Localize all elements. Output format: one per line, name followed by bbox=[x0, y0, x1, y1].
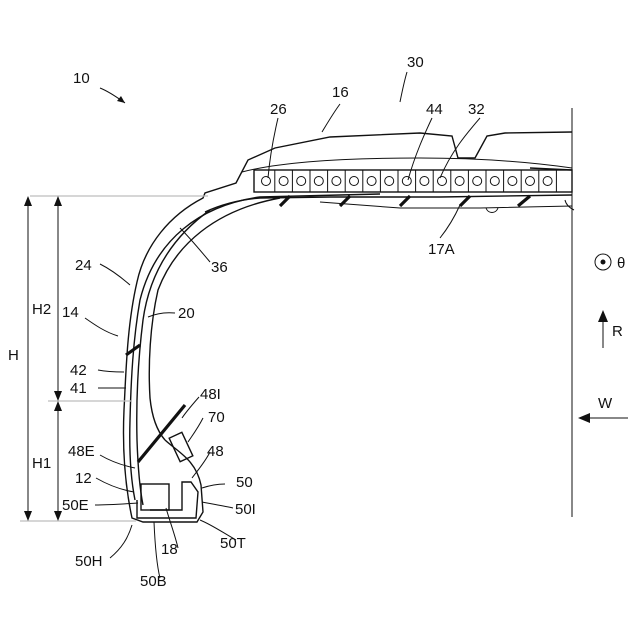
belt-cord bbox=[385, 177, 394, 186]
width-arrow-icon bbox=[578, 413, 628, 423]
label-24: 24 bbox=[75, 257, 92, 274]
label-H: H bbox=[8, 347, 19, 364]
cord-hatches bbox=[126, 196, 530, 462]
label-36: 36 bbox=[211, 259, 228, 276]
belt-cord bbox=[402, 177, 411, 186]
label-14: 14 bbox=[62, 304, 79, 321]
label-32: 32 bbox=[468, 101, 485, 118]
belt-cord bbox=[279, 177, 288, 186]
label-18: 18 bbox=[161, 541, 178, 558]
radial-arrow-icon bbox=[598, 310, 608, 348]
belt-cord bbox=[543, 177, 552, 186]
label-48I: 48I bbox=[200, 386, 221, 403]
belt-cord bbox=[332, 177, 341, 186]
label-30: 30 bbox=[407, 54, 424, 71]
belt-cord bbox=[314, 177, 323, 186]
label-48: 48 bbox=[207, 443, 224, 460]
inner-belt-line bbox=[320, 202, 572, 208]
bead-sensor-70 bbox=[169, 432, 193, 461]
shoulder-curve-right bbox=[565, 200, 574, 210]
label-48E: 48E bbox=[68, 443, 95, 460]
inner-liner bbox=[149, 198, 280, 440]
label-42: 42 bbox=[70, 362, 87, 379]
label-W: W bbox=[598, 395, 613, 412]
label-20: 20 bbox=[178, 305, 195, 322]
label-50I: 50I bbox=[235, 501, 256, 518]
belt-cord bbox=[438, 177, 447, 186]
label-17A: 17A bbox=[428, 241, 455, 258]
belt-cord bbox=[455, 177, 464, 186]
belt-cord bbox=[350, 177, 359, 186]
belt-cord bbox=[490, 177, 499, 186]
belt-cord bbox=[526, 177, 535, 186]
belt-cord bbox=[367, 177, 376, 186]
label-50B: 50B bbox=[140, 573, 167, 590]
belt-cord bbox=[473, 177, 482, 186]
label-theta: θ bbox=[617, 255, 625, 272]
belt-cord bbox=[297, 177, 306, 186]
belt-cords bbox=[262, 170, 557, 192]
label-44: 44 bbox=[426, 101, 443, 118]
belt-layer bbox=[254, 170, 572, 192]
bead-core bbox=[141, 484, 169, 510]
carcass-ply-inner bbox=[137, 210, 210, 505]
belt-cord bbox=[262, 177, 271, 186]
carcass-ply-outer bbox=[130, 194, 380, 500]
theta-icon bbox=[595, 254, 611, 270]
label-50H: 50H bbox=[75, 553, 103, 570]
belt-cord bbox=[508, 177, 517, 186]
label-12: 12 bbox=[75, 470, 92, 487]
groove-bump bbox=[486, 208, 498, 213]
belt-cord bbox=[420, 177, 429, 186]
outer-profile bbox=[123, 132, 572, 522]
label-50: 50 bbox=[236, 474, 253, 491]
label-R: R bbox=[612, 323, 623, 340]
leader-lines bbox=[85, 72, 480, 578]
dimension-arrows bbox=[24, 196, 62, 521]
label-H2: H2 bbox=[32, 301, 51, 318]
label-70: 70 bbox=[208, 409, 225, 426]
label-41: 41 bbox=[70, 380, 87, 397]
label-26: 26 bbox=[270, 101, 287, 118]
label-50E: 50E bbox=[62, 497, 89, 514]
reference-arrow-icon bbox=[117, 96, 125, 103]
label-10: 10 bbox=[73, 70, 90, 87]
label-16: 16 bbox=[332, 84, 349, 101]
label-50T: 50T bbox=[220, 535, 246, 552]
label-H1: H1 bbox=[32, 455, 51, 472]
